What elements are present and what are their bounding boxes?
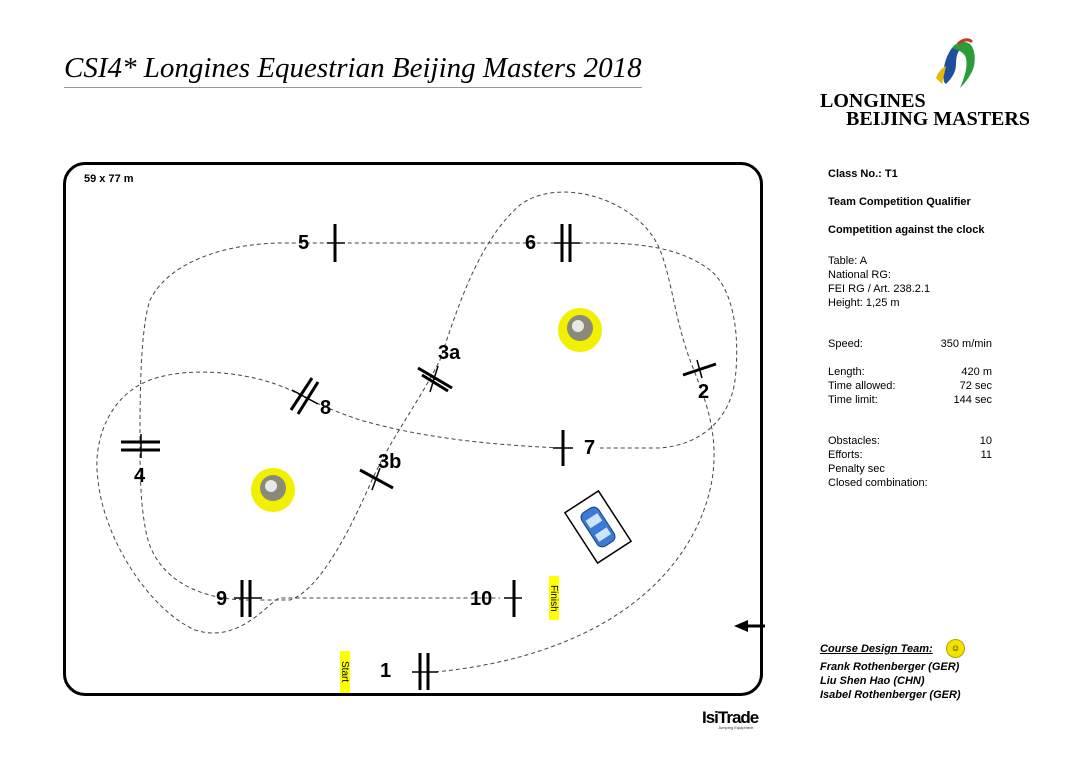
time-allowed-value: 72 sec [959, 380, 992, 392]
speed-label: Speed: [828, 338, 863, 350]
fei-rg: FEI RG / Art. 238.2.1 [828, 283, 931, 295]
obstacle-4 [121, 434, 160, 458]
obstacle-2 [682, 359, 717, 379]
smiley-icon: ☺ [946, 639, 965, 658]
table-type: Table: A [828, 255, 868, 267]
obstacle-7 [553, 430, 573, 466]
obstacle-label-3b: 3b [378, 451, 402, 473]
obstacle-label-4: 4 [134, 465, 146, 487]
obstacle-label-10: 10 [470, 588, 493, 610]
obstacle-5 [327, 224, 345, 262]
speed-value: 350 m/min [940, 338, 992, 350]
obstacle-label-1: 1 [380, 660, 392, 682]
efforts-value: 11 [980, 449, 992, 461]
team-member: Liu Shen Hao (CHN) [820, 675, 925, 687]
length-label: Length: [828, 366, 865, 378]
closed-combination-label: Closed combination: [828, 477, 928, 489]
obstacle-10 [504, 580, 522, 617]
length-value: 420 m [961, 366, 992, 378]
finish-sign: Finish [548, 576, 559, 620]
team-member: Isabel Rothenberger (GER) [820, 689, 961, 701]
obstacle-3b [359, 467, 394, 491]
obstacle-label-9: 9 [216, 588, 228, 610]
obstacle-label-3a: 3a [438, 342, 461, 364]
plant-decoration-2 [251, 468, 295, 512]
longines-logo: LONGINES BEIJING MASTERS [818, 38, 1050, 134]
obstacle-6 [554, 224, 580, 262]
plant-decoration-1 [558, 308, 602, 352]
penalty-label: Penalty sec [828, 463, 885, 475]
course-design-team-heading: Course Design Team: [820, 643, 933, 655]
obstacle-label-7: 7 [584, 437, 596, 459]
start-sign: Start [339, 651, 350, 693]
arena-size-label: 59 x 77 m [84, 173, 134, 185]
horse-head-icon [936, 38, 975, 88]
logo-line-beijing-masters: BEIJING MASTERS [846, 108, 1030, 130]
national-rg: National RG: [828, 269, 891, 281]
obstacle-9 [234, 580, 262, 617]
class-name: Team Competition Qualifier [828, 196, 971, 208]
obstacles-label: Obstacles: [828, 435, 880, 447]
obstacle-8 [289, 377, 320, 415]
sponsor-tagline: Jumping Equipment [718, 725, 754, 730]
efforts-label: Efforts: [828, 449, 863, 461]
class-number: Class No.: T1 [828, 168, 898, 180]
obstacles-value: 10 [979, 435, 992, 447]
obstacle-1 [412, 653, 438, 690]
arena-boundary [63, 162, 763, 696]
competition-type: Competition against the clock [828, 224, 985, 236]
team-member: Frank Rothenberger (GER) [820, 661, 960, 673]
obstacle-label-5: 5 [298, 232, 310, 254]
obstacle-3a [417, 365, 453, 393]
page-title: CSI4* Longines Equestrian Beijing Master… [64, 52, 642, 88]
logo-line-longines: LONGINES [820, 90, 926, 112]
obstacle-label-8: 8 [320, 397, 332, 419]
obstacle-label-6: 6 [525, 232, 537, 254]
time-allowed-label: Time allowed: [828, 380, 896, 392]
sponsor-logo: IsiTrade [702, 708, 759, 727]
course-path [96, 191, 738, 673]
height: Height: 1,25 m [828, 297, 900, 309]
time-limit-label: Time limit: [828, 394, 878, 406]
car-decoration [563, 489, 633, 565]
time-limit-value: 144 sec [953, 394, 992, 406]
obstacle-label-2: 2 [698, 381, 710, 403]
